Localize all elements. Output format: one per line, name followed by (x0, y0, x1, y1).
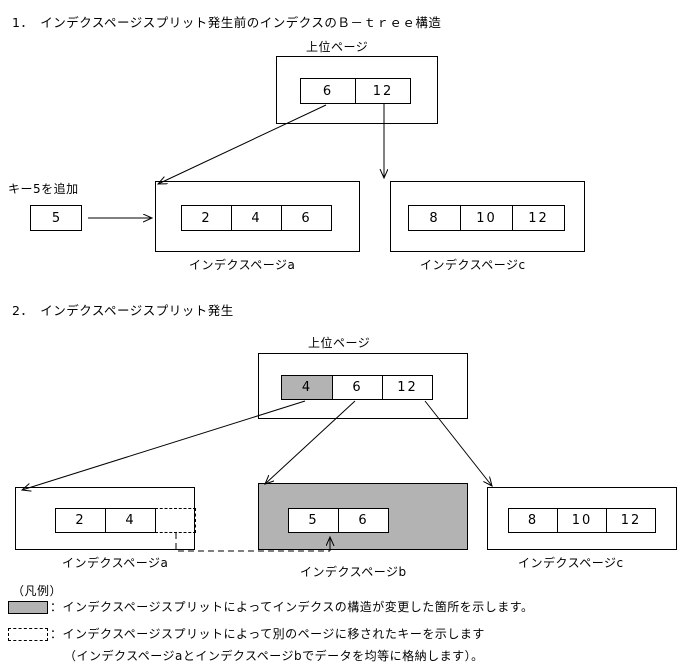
key-cell: 2 (55, 508, 106, 533)
section-1-page-c-box (390, 181, 585, 252)
section-2-page-a-cells: 2 4 (55, 508, 156, 533)
add-key-label: キー5を追加 (8, 182, 79, 196)
legend-text-shaded: ：インデクスページスプリットによってインデクスの構造が変更した箇所を示します。 (50, 600, 534, 614)
section-1-page-a-caption: インデクスページa (189, 258, 296, 272)
section-2-page-b-caption: インデクスページb (300, 565, 407, 579)
section-1-heading: 1． インデクスページスプリット発生前のインデクスのＢ－ｔｒｅｅ構造 (12, 15, 442, 30)
key-cell: 12 (512, 205, 565, 231)
key-cell-shaded: 4 (281, 375, 333, 400)
key-cell: 10 (557, 508, 607, 533)
legend-swatch-shaded (8, 601, 48, 614)
key-cell-moved-placeholder (155, 508, 196, 533)
section-1-page-c-cells: 8 10 12 (408, 205, 565, 231)
section-2-page-c-cells: 8 10 12 (508, 508, 656, 533)
key-cell: 8 (508, 508, 558, 533)
key-cell: 6 (300, 78, 356, 104)
section-2-upper-page-box (258, 353, 468, 419)
section-2-upper-page-label: 上位ページ (308, 336, 371, 350)
legend-text-note: （インデクスページaとインデクスページbでデータを均等に格納します）。 (64, 649, 484, 663)
section-2-page-a-caption: インデクスページa (62, 556, 169, 570)
key-cell: 6 (338, 508, 389, 533)
section-2-upper-page-cells: 4 6 12 (281, 375, 433, 400)
section-1-upper-page-box (276, 56, 438, 124)
key-cell: 2 (181, 205, 232, 231)
key-cell: 4 (231, 205, 282, 231)
key-cell: 12 (606, 508, 656, 533)
section-1-upper-page-cells: 6 12 (300, 78, 411, 104)
key-cell: 12 (382, 375, 433, 400)
key-cell: 8 (408, 205, 461, 231)
key-cell: 10 (460, 205, 513, 231)
key-cell: 5 (288, 508, 339, 533)
key-cell: 4 (105, 508, 156, 533)
legend-swatch-dashed (8, 628, 48, 641)
key-cell: 12 (355, 78, 411, 104)
section-2-page-c-box (487, 487, 677, 550)
section-1-page-c-caption: インデクスページc (420, 258, 526, 272)
legend-text-dashed: ：インデクスページスプリットによって別のページに移されたキーを示します (50, 627, 485, 641)
legend-title: （凡例） (12, 584, 63, 598)
section-2-page-c-caption: インデクスページc (518, 556, 624, 570)
section-2-heading: 2． インデクスページスプリット発生 (12, 303, 234, 318)
section-1-page-a-cells: 2 4 6 (181, 205, 332, 231)
section-2-page-b-cells: 5 6 (288, 508, 389, 533)
section-1-upper-page-label: 上位ページ (306, 40, 369, 54)
key-cell: 6 (281, 205, 332, 231)
add-key-box: 5 (30, 205, 82, 231)
key-cell: 6 (332, 375, 383, 400)
